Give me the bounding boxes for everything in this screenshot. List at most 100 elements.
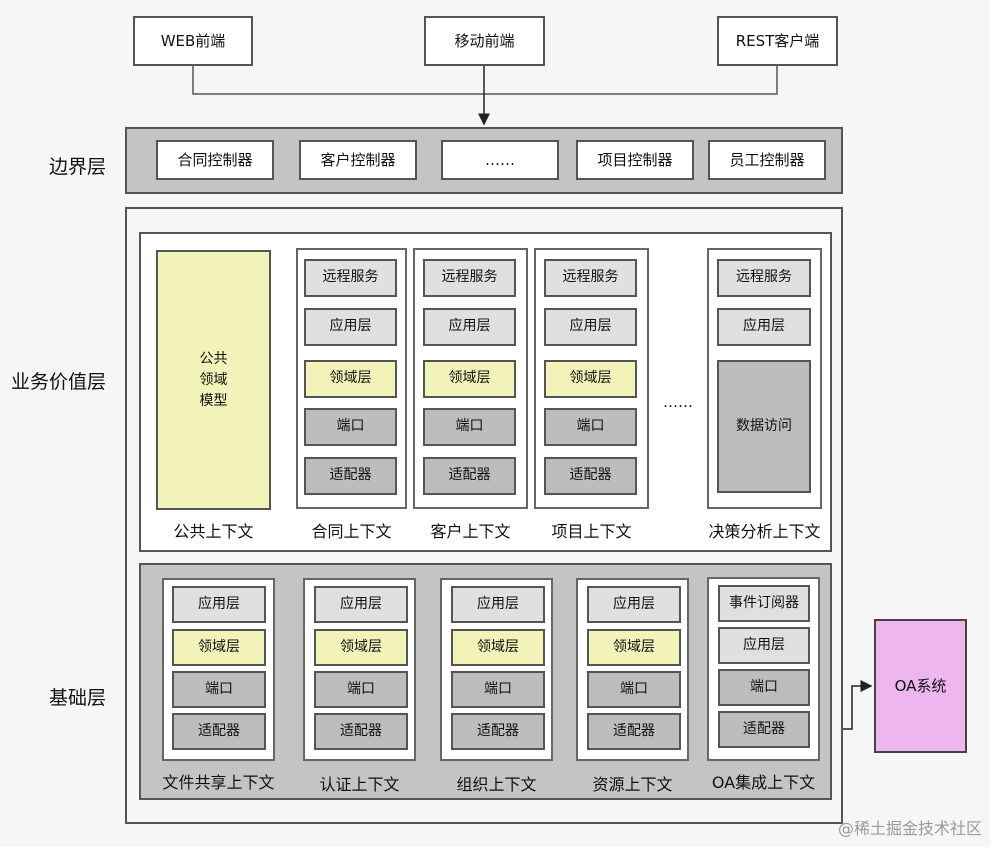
domain-layer: 领域层	[544, 360, 637, 398]
item-label: 领域层	[198, 638, 240, 655]
item-label: 领域层	[477, 638, 519, 655]
item-label: 远程服务	[441, 269, 498, 286]
auth-context-label: 认证上下文	[319, 775, 400, 794]
controller-label: 项目控制器	[597, 150, 673, 169]
adapter: 适配器	[314, 713, 408, 750]
adapter: 适配器	[423, 457, 516, 495]
item-label: 端口	[576, 418, 605, 435]
adapter: 适配器	[304, 457, 397, 495]
item-label: 端口	[336, 418, 365, 435]
file-share-context-label: 文件共享上下文	[162, 773, 275, 792]
item-label: 适配器	[448, 467, 491, 484]
application-layer: 应用层	[718, 627, 810, 664]
item-label: 应用层	[613, 595, 655, 612]
rest-client-label: REST客户端	[735, 31, 820, 50]
business-layer-label: 业务价值层	[11, 371, 107, 393]
item-label: 应用层	[340, 595, 382, 612]
contract-controller: 合同控制器	[156, 140, 274, 180]
controller-label: 合同控制器	[177, 150, 253, 169]
organization-context-label: 组织上下文	[456, 775, 537, 794]
rest-client-box: REST客户端	[717, 16, 838, 66]
data-access: 数据访问	[717, 360, 811, 493]
application-layer: 应用层	[587, 586, 681, 623]
application-layer: 应用层	[451, 586, 545, 623]
item-label: 应用层	[477, 595, 519, 612]
domain-layer: 领域层	[587, 629, 681, 666]
web-frontend-box: WEB前端	[133, 16, 253, 66]
customer-controller: 客户控制器	[299, 140, 417, 180]
controller-label: 客户控制器	[320, 150, 396, 169]
remote-service: 远程服务	[304, 259, 397, 297]
item-label: 适配器	[477, 722, 519, 739]
domain-layer: 领域层	[451, 629, 545, 666]
employee-controller: 员工控制器	[708, 140, 826, 180]
item-label: 适配器	[743, 720, 785, 737]
client-merge-line	[192, 66, 778, 95]
adapter: 适配器	[172, 713, 266, 750]
foundation-layer-label: 基础层	[49, 687, 107, 709]
item-label: 远程服务	[322, 269, 379, 286]
port: 端口	[587, 671, 681, 708]
port: 端口	[451, 671, 545, 708]
port: 端口	[544, 408, 637, 446]
item-label: 端口	[455, 418, 484, 435]
application-layer: 应用层	[544, 308, 637, 346]
item-label: 领域层	[329, 370, 372, 387]
item-label: 适配器	[329, 467, 372, 484]
item-label: 端口	[205, 680, 233, 697]
boundary-layer-label: 边界层	[49, 156, 107, 178]
port: 端口	[172, 671, 266, 708]
remote-service: 远程服务	[423, 259, 516, 297]
item-label: 远程服务	[562, 269, 619, 286]
mobile-frontend-box: 移动前端	[424, 16, 545, 66]
item-label: 适配器	[198, 722, 240, 739]
port: 端口	[304, 408, 397, 446]
item-label: 端口	[750, 678, 778, 695]
item-label: 端口	[620, 680, 648, 697]
oa-integration-context-label: OA集成上下文	[711, 773, 816, 792]
item-label: 应用层	[743, 636, 785, 653]
common-domain-model: 公共 领域 模型	[156, 250, 271, 510]
remote-service: 远程服务	[717, 259, 811, 297]
item-label: 应用层	[198, 595, 240, 612]
port: 端口	[718, 669, 810, 706]
item-label: 应用层	[743, 318, 785, 335]
adapter: 适配器	[451, 713, 545, 750]
oa-system-label: OA系统	[894, 676, 947, 695]
item-label: 适配器	[569, 467, 612, 484]
item-label: 领域层	[613, 638, 655, 655]
item-label: 适配器	[340, 722, 382, 739]
project-controller: 项目控制器	[576, 140, 694, 180]
adapter: 适配器	[544, 457, 637, 495]
item-label: 领域层	[569, 370, 612, 387]
domain-layer: 领域层	[172, 629, 266, 666]
remote-service: 远程服务	[544, 259, 637, 297]
item-label: 应用层	[448, 318, 491, 335]
contract-context-label: 合同上下文	[311, 522, 392, 541]
application-layer: 应用层	[717, 308, 811, 346]
application-layer: 应用层	[172, 586, 266, 623]
adapter: 适配器	[587, 713, 681, 750]
controller-label: 员工控制器	[729, 150, 805, 169]
adapter: 适配器	[718, 711, 810, 748]
item-label: 应用层	[329, 318, 372, 335]
item-label: 事件订阅器	[729, 594, 799, 611]
item-label: 应用层	[569, 318, 612, 335]
port: 端口	[423, 408, 516, 446]
domain-layer: 领域层	[304, 360, 397, 398]
item-label: 数据访问	[736, 417, 792, 434]
application-layer: 应用层	[314, 586, 408, 623]
item-label: 端口	[347, 680, 375, 697]
item-label: 领域层	[340, 638, 382, 655]
web-frontend-label: WEB前端	[160, 31, 226, 50]
project-context-label: 项目上下文	[551, 522, 632, 541]
ellipsis-controller: ……	[441, 140, 559, 180]
item-label: 端口	[484, 680, 512, 697]
domain-layer: 领域层	[314, 629, 408, 666]
common-context-label: 公共上下文	[173, 522, 254, 541]
controller-label: ……	[485, 150, 515, 169]
item-label: 适配器	[613, 722, 655, 739]
application-layer: 应用层	[423, 308, 516, 346]
domain-layer: 领域层	[423, 360, 516, 398]
customer-context-label: 客户上下文	[430, 522, 511, 541]
